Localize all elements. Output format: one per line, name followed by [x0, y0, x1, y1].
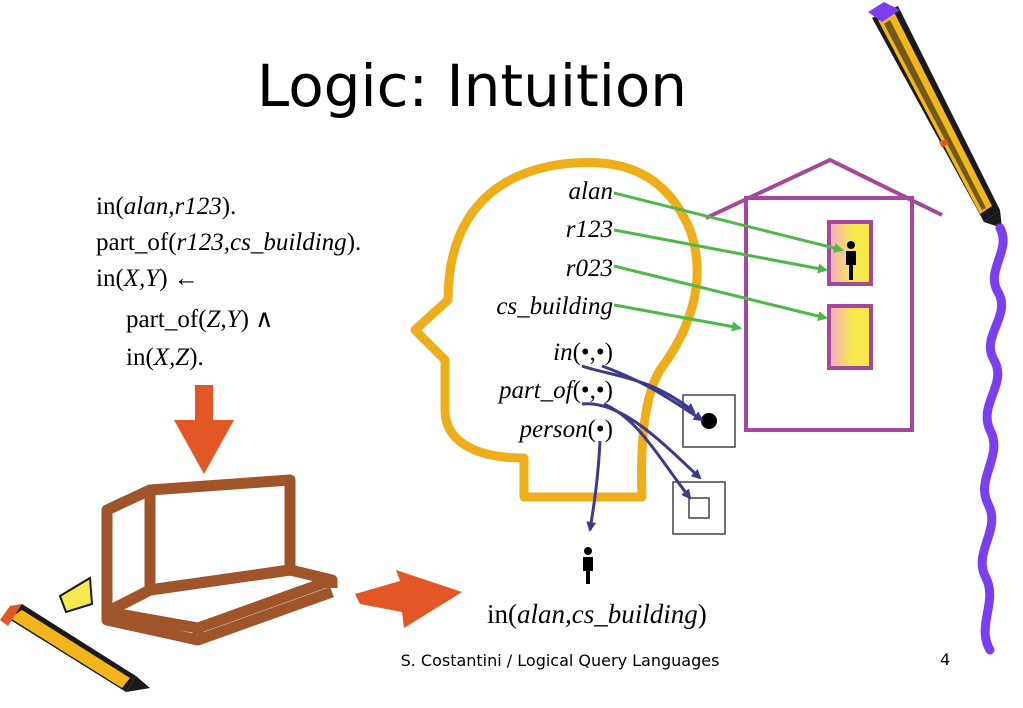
house-icon: [705, 157, 943, 432]
program-line-1: in(alan,r123).: [96, 193, 236, 220]
program-line-2: part_of(r123,cs_building).: [96, 229, 361, 256]
predicate-part-of: part_of(•,•): [497, 377, 613, 404]
page-number: 4: [940, 650, 951, 669]
predicate-in: in(•,•): [553, 339, 613, 366]
slide-title: Logic: Intuition: [256, 52, 688, 120]
constant-r123: r123: [566, 216, 613, 243]
pencil-bottom-left-icon: [0, 576, 150, 692]
predicate-person: person(•): [518, 416, 613, 443]
relation-in-box: [682, 394, 736, 448]
constant-cs-building: cs_building: [496, 293, 613, 320]
constant-alan: alan: [569, 178, 613, 205]
constant-r023: r023: [566, 255, 613, 282]
footer-attribution: S. Costantini / Logical Query Languages: [400, 651, 720, 670]
logic-program: in(alan,r123). part_of(r123,cs_building)…: [96, 193, 361, 371]
squiggle-decoration-icon: [977, 223, 1008, 655]
conclusion-text: in(alan,cs_building): [487, 599, 707, 629]
right-arrow-icon: [355, 570, 462, 628]
head-constants: alan r123 r023 cs_building: [496, 178, 613, 320]
pencil-top-right-icon: [868, 2, 1002, 228]
head-outline: [410, 158, 702, 502]
person-in-room-icon: [846, 241, 856, 280]
computer-icon: [101, 474, 338, 646]
constant-mapping-arrows: [613, 191, 844, 332]
person-icon: [583, 547, 593, 584]
program-line-4: part_of(Z,Y) ∧: [126, 306, 273, 333]
program-line-5: in(X,Z).: [126, 344, 204, 371]
predicate-mapping-arrows: [581, 364, 704, 532]
room-r023: [827, 304, 873, 370]
head-predicates: in(•,•) part_of(•,•) person(•): [497, 339, 613, 443]
program-line-3: in(X,Y) ←: [96, 265, 199, 292]
relation-part-of-box: [672, 481, 726, 535]
down-arrow-icon: [174, 385, 234, 474]
